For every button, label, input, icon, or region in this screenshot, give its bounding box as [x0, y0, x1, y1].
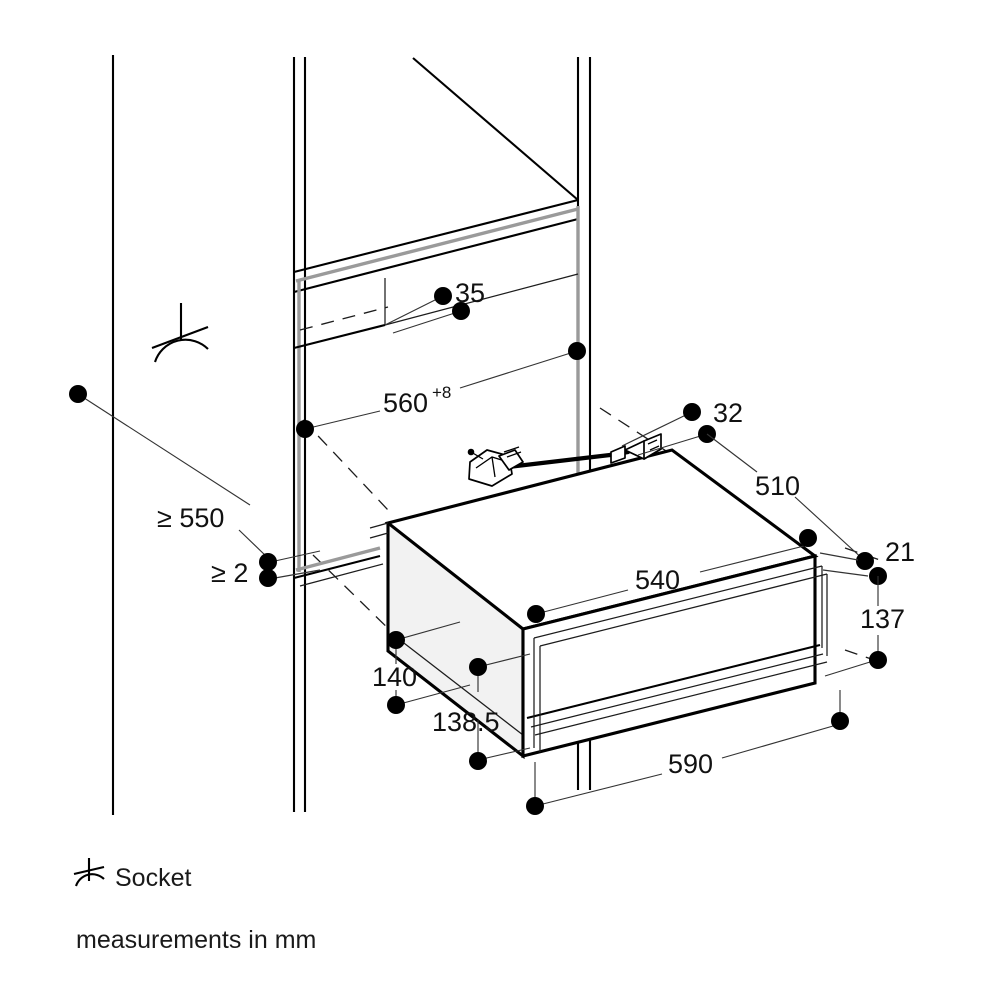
legend-socket-label: Socket [115, 864, 191, 892]
power-plug-icon [467, 446, 524, 487]
dimension-label-35: 35 [455, 278, 485, 308]
dimension-140: 140 [372, 621, 471, 714]
dim-dot [527, 605, 545, 623]
dimension-32: 32 [621, 398, 743, 456]
socket-symbol [151, 303, 209, 363]
dim-dot [387, 631, 405, 649]
dimension-138-5: 138.5 [432, 653, 531, 770]
dimension-label-140: 140 [372, 662, 417, 692]
dim-dot [856, 552, 874, 570]
niche-top-shelf [293, 57, 579, 294]
dimension-label-21: 21 [885, 537, 915, 567]
dimension-label-2: ≥ 2 [211, 558, 248, 588]
dimension-label-550: ≥ 550 [157, 503, 224, 533]
dimension-label-138-5: 138.5 [432, 707, 500, 737]
dim-dot [434, 287, 452, 305]
dimension-2-min: ≥ 2 [211, 550, 321, 588]
appliance-body [369, 448, 819, 760]
dimension-label-137: 137 [860, 604, 905, 634]
dimension-label-540: 540 [635, 565, 680, 595]
dimension-label-590: 590 [668, 749, 713, 779]
niche-bottom-edge [293, 546, 384, 587]
dimension-label-560: 560 [383, 388, 428, 418]
dim-dot [683, 403, 701, 421]
dim-dot [259, 569, 277, 587]
dim-dot [469, 658, 487, 676]
legend: Socket measurements in mm [73, 858, 316, 954]
niche-inner-shelf-line [293, 273, 579, 350]
dimension-560: 560 +8 [296, 342, 586, 438]
dimension-590: 590 [526, 690, 849, 815]
legend-socket-icon [73, 858, 105, 887]
dim-dot [568, 342, 586, 360]
dim-dot [799, 529, 817, 547]
dimension-510: 510 [706, 433, 874, 570]
legend-units-label: measurements in mm [76, 926, 316, 954]
dim-dot [259, 553, 277, 571]
dim-dot [469, 752, 487, 770]
dimension-550-min: ≥ 550 [69, 385, 269, 559]
dim-dot [452, 302, 470, 320]
dimension-540: 540 [527, 529, 817, 623]
dimension-35: 35 [384, 278, 485, 334]
dim-dot [869, 651, 887, 669]
dim-dot [526, 797, 544, 815]
dim-dot [69, 385, 87, 403]
dim-dot [387, 696, 405, 714]
dimension-label-510: 510 [755, 471, 800, 501]
dim-dot [296, 420, 314, 438]
dim-dot [831, 712, 849, 730]
dimension-137: 137 [824, 576, 905, 677]
dimension-label-560-superscript: +8 [432, 383, 451, 402]
dimension-label-32: 32 [713, 398, 743, 428]
appliance-front-panel [521, 554, 828, 758]
